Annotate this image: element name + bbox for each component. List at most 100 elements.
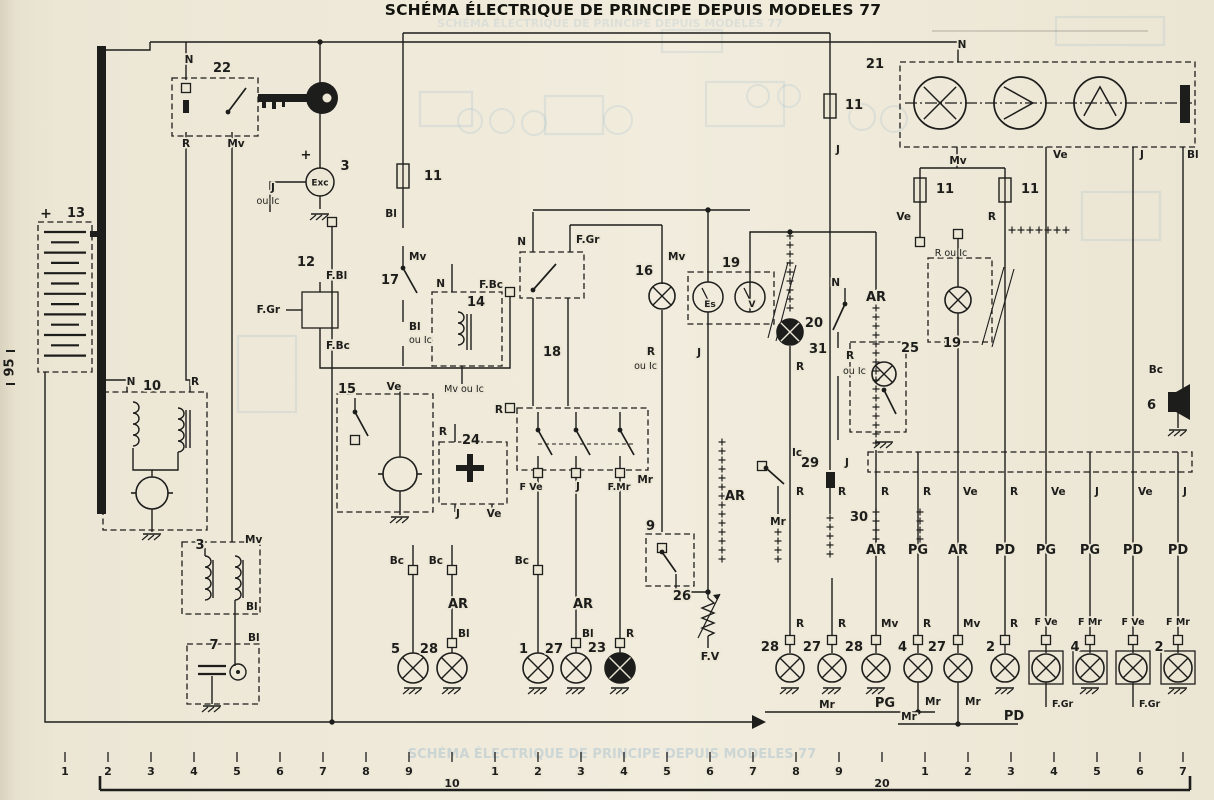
wire-label: R bbox=[838, 618, 846, 630]
wire-label: PG bbox=[1036, 543, 1056, 558]
svg-text:Exc: Exc bbox=[311, 179, 328, 189]
svg-text:5: 5 bbox=[233, 765, 241, 778]
coil bbox=[132, 401, 140, 447]
wire-label: PD bbox=[995, 543, 1016, 558]
wire-label: R bbox=[796, 618, 804, 630]
wire-label: R bbox=[838, 486, 846, 498]
svg-text:9: 9 bbox=[835, 765, 843, 778]
wire-label: 24 bbox=[462, 433, 480, 448]
wire-label: ou Ic bbox=[634, 361, 657, 372]
wire-label: R bbox=[626, 628, 634, 640]
wire-label: PG bbox=[875, 696, 895, 711]
wire-label: N bbox=[517, 236, 526, 248]
lamp bbox=[560, 652, 592, 684]
wire-label: AR bbox=[866, 543, 886, 558]
terminal-square bbox=[952, 634, 964, 646]
svg-text:9: 9 bbox=[405, 765, 413, 778]
component-outline bbox=[181, 541, 261, 615]
ghost-print-layer: SCHÉMA ÉLECTRIQUE DE PRINCIPE DEPUIS MOD… bbox=[236, 15, 1166, 762]
wire-label: Mv bbox=[409, 251, 426, 263]
solid-bar bbox=[456, 465, 484, 471]
lamp bbox=[944, 286, 972, 314]
wire-label: N bbox=[436, 278, 445, 290]
junction-dot bbox=[955, 721, 961, 727]
svg-text:4: 4 bbox=[190, 765, 198, 778]
svg-text:1: 1 bbox=[61, 765, 69, 778]
svg-text:3: 3 bbox=[1007, 765, 1015, 778]
component-outline bbox=[186, 643, 260, 705]
gauge bbox=[734, 281, 766, 313]
junction-dot bbox=[787, 229, 793, 235]
wire bbox=[319, 296, 511, 369]
wire-label: 19 bbox=[722, 256, 740, 271]
ghost-shape bbox=[1054, 15, 1166, 47]
ghost-shape bbox=[746, 84, 770, 108]
wire-label: Mr bbox=[901, 711, 917, 723]
wire-label: 12 bbox=[297, 255, 315, 270]
ghost-shape bbox=[704, 80, 786, 128]
coil bbox=[457, 311, 465, 346]
svg-text:4: 4 bbox=[1050, 765, 1058, 778]
junction-dot bbox=[705, 589, 711, 595]
svg-text:2: 2 bbox=[964, 765, 972, 778]
wire bbox=[185, 132, 191, 392]
wire bbox=[269, 181, 306, 212]
wire-label: 11 bbox=[1021, 182, 1039, 197]
side-dash bbox=[5, 350, 15, 352]
lamp bbox=[990, 653, 1020, 683]
terminal-square bbox=[570, 637, 582, 649]
wire-label: AR bbox=[866, 290, 886, 305]
lamp bbox=[522, 652, 554, 684]
wire bbox=[675, 574, 708, 593]
wire-label: 18 bbox=[543, 345, 561, 360]
lamp bbox=[817, 653, 847, 683]
key-icon bbox=[258, 94, 308, 102]
headlamp bbox=[993, 76, 1047, 130]
wire-label: J bbox=[696, 347, 701, 359]
wire-label: F.Bc bbox=[326, 340, 350, 352]
svg-text:1: 1 bbox=[491, 765, 499, 778]
wire-label: PD bbox=[1123, 543, 1144, 558]
component-outline bbox=[867, 451, 1193, 473]
svg-text:10: 10 bbox=[444, 777, 460, 790]
wire-label: R bbox=[846, 350, 854, 362]
coil bbox=[234, 555, 242, 601]
breaker-contact bbox=[229, 663, 247, 681]
wire-label: R bbox=[647, 346, 655, 358]
wire-label: R bbox=[182, 138, 190, 150]
lamp bbox=[943, 653, 973, 683]
svg-text:6: 6 bbox=[1136, 765, 1144, 778]
wire-label: R bbox=[796, 486, 804, 498]
wire-label: F Mr bbox=[1078, 617, 1102, 628]
wire-label: R bbox=[796, 361, 804, 373]
lamp bbox=[648, 282, 676, 310]
wire-label: Ve bbox=[387, 381, 402, 393]
gauge bbox=[692, 281, 724, 313]
wire-label: Bc bbox=[515, 555, 529, 567]
component-outline bbox=[899, 61, 1196, 148]
component-box bbox=[1115, 650, 1151, 685]
ghost-shape bbox=[603, 105, 633, 135]
terminal-square bbox=[1172, 634, 1184, 646]
wire-label: Bc bbox=[429, 555, 443, 567]
component-box bbox=[301, 291, 339, 329]
wire-label: 1 bbox=[519, 642, 528, 657]
headlamp bbox=[1073, 76, 1127, 130]
wire-label: J bbox=[1182, 486, 1187, 498]
wire-label: Mv bbox=[881, 618, 898, 630]
wire-label: 11 bbox=[424, 169, 442, 184]
svg-text:1: 1 bbox=[921, 765, 929, 778]
wire-label: 22 bbox=[213, 61, 231, 76]
terminal-square bbox=[349, 434, 361, 446]
svg-text:5: 5 bbox=[663, 765, 671, 778]
side-page-number: 95 bbox=[2, 358, 18, 377]
wire-label: 30 bbox=[850, 510, 868, 525]
wire-label: F Ve bbox=[519, 482, 542, 493]
wire-label: F.Gr bbox=[257, 304, 281, 316]
wire-label: 17 bbox=[381, 273, 399, 288]
wire-label: N bbox=[831, 277, 840, 289]
terminal-square bbox=[446, 564, 458, 576]
